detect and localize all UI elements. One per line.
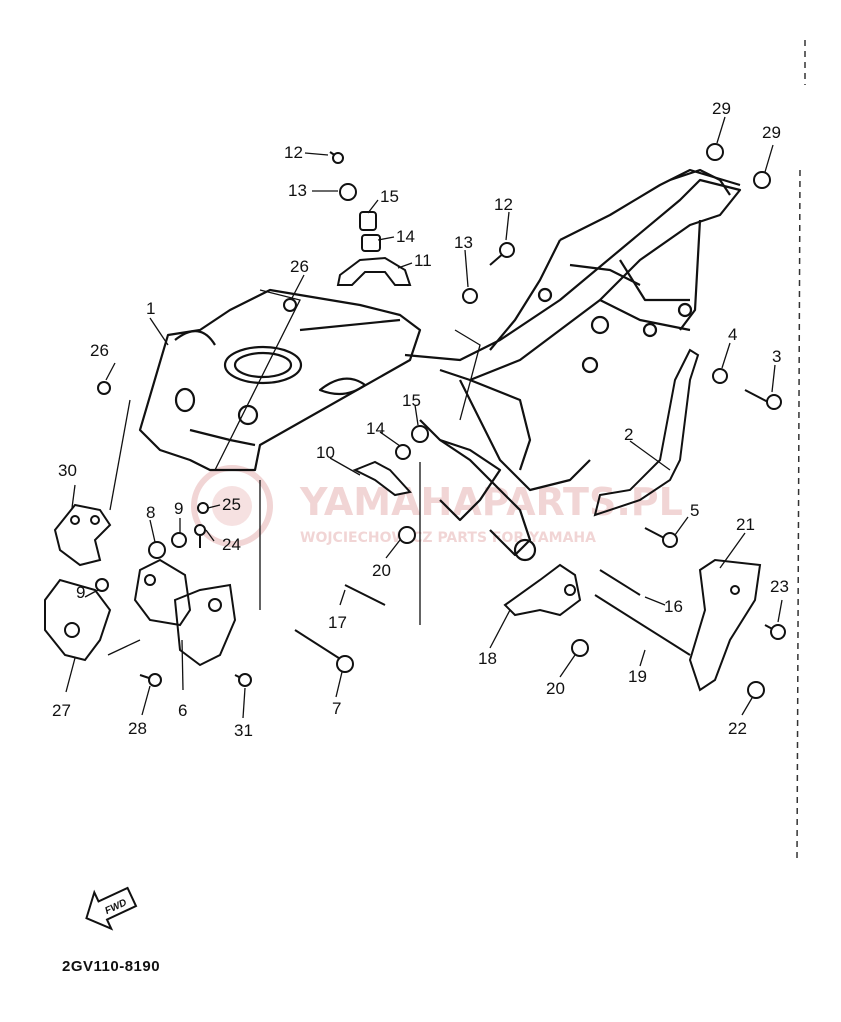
callout-9b: 9 — [76, 583, 85, 602]
callout-25: 25 — [222, 495, 241, 514]
callout-30: 30 — [58, 461, 77, 480]
callout-28: 28 — [128, 719, 147, 738]
callout-14b: 14 — [366, 419, 385, 438]
callout-5: 5 — [690, 501, 699, 520]
fwd-arrow-icon: FWD — [85, 886, 138, 931]
engine-brackets — [44, 503, 237, 667]
callout-22: 22 — [728, 719, 747, 738]
callout-18: 18 — [478, 649, 497, 668]
callout-20b: 20 — [546, 679, 565, 698]
callout-6: 6 — [178, 701, 187, 720]
callout-29a: 29 — [712, 99, 731, 118]
callout-9a: 9 — [174, 499, 183, 518]
callout-29b: 29 — [762, 123, 781, 142]
callout-24: 24 — [222, 535, 241, 554]
callout-3: 3 — [772, 347, 781, 366]
callouts: 1 2 3 4 5 6 7 8 9 9 10 11 12 12 13 13 14… — [52, 99, 789, 740]
callout-15a: 15 — [380, 187, 399, 206]
callout-13a: 13 — [288, 181, 307, 200]
main-frame — [138, 168, 742, 562]
callout-11: 11 — [414, 251, 432, 270]
callout-8: 8 — [146, 503, 155, 522]
callout-23: 23 — [770, 577, 789, 596]
callout-13b: 13 — [454, 233, 473, 252]
callout-10: 10 — [316, 443, 335, 462]
callout-4: 4 — [728, 325, 737, 344]
page-border — [796, 40, 806, 861]
side-bracket — [593, 348, 700, 517]
callout-31: 31 — [234, 721, 253, 740]
callout-12a: 12 — [284, 143, 303, 162]
callout-2: 2 — [624, 425, 633, 444]
callout-12b: 12 — [494, 195, 513, 214]
callout-26b: 26 — [90, 341, 109, 360]
rear-brackets — [503, 558, 762, 692]
watermark-line1: YAMAHAPARTS.PL — [299, 480, 683, 524]
callout-7: 7 — [332, 699, 341, 718]
watermark-line2: WOJCIECHOWICZ PARTS FOR YAMAHA — [300, 530, 596, 546]
watermark: YAMAHAPARTS.PL WOJCIECHOWICZ PARTS FOR Y… — [191, 465, 683, 547]
callout-20a: 20 — [372, 561, 391, 580]
callout-1: 1 — [146, 299, 155, 318]
callout-21: 21 — [736, 515, 755, 534]
callout-19: 19 — [628, 667, 647, 686]
diagram-code: 2GV110-8190 — [62, 958, 161, 975]
callout-27: 27 — [52, 701, 71, 720]
callout-26a: 26 — [290, 257, 309, 276]
callout-17: 17 — [328, 613, 347, 632]
callout-16: 16 — [664, 597, 683, 616]
callout-14a: 14 — [396, 227, 415, 246]
callout-15b: 15 — [402, 391, 421, 410]
leader-lines — [65, 116, 783, 719]
